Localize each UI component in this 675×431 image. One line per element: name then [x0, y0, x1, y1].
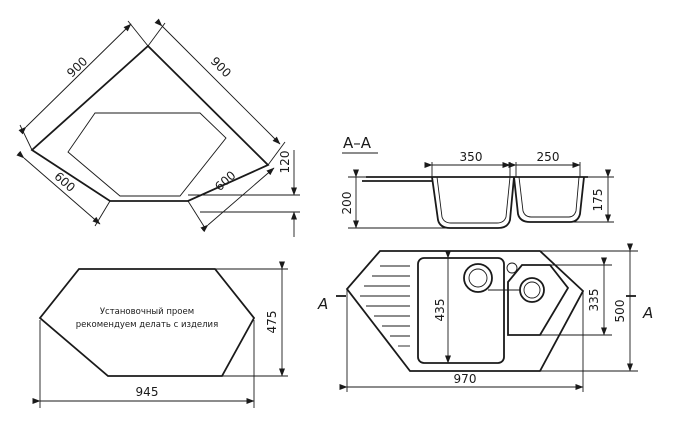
drain-large	[463, 263, 493, 293]
dim-970: 970	[454, 372, 477, 386]
dim-line-900-right	[154, 18, 281, 145]
section-title: А–А	[343, 134, 372, 152]
plan-bowl-large	[417, 257, 505, 364]
dim-900-left: 900	[64, 54, 90, 80]
dim-200: 200	[340, 192, 354, 215]
corner-inner-opening	[67, 112, 227, 197]
drainer-grooves	[360, 265, 410, 347]
dim-945: 945	[136, 385, 159, 399]
dim-120: 120	[278, 151, 292, 174]
install-note-line2: рекомендуем делать с изделия	[76, 320, 218, 330]
dim-500: 500	[613, 300, 627, 323]
dim-475: 475	[265, 311, 279, 334]
section-bowl-large	[431, 176, 515, 229]
dim-600-left: 600	[51, 169, 77, 195]
dim-line-600-left	[16, 150, 101, 225]
dim-435: 435	[433, 299, 447, 322]
dim-250: 250	[537, 150, 560, 164]
corner-top-view: 900 900 600 600 120	[16, 18, 300, 237]
plan-view: А А 970 435 335 500	[317, 243, 653, 392]
plan-outline	[345, 250, 585, 372]
section-bowl-small	[513, 176, 585, 223]
install-cutout-view: Установочный проем рекомендуем делать с …	[32, 261, 288, 408]
dim-335: 335	[587, 289, 601, 312]
install-note-line1: Установочный проем	[100, 307, 194, 317]
tap-hole	[506, 262, 518, 274]
dim-350: 350	[460, 150, 483, 164]
cut-marker-right: А	[642, 304, 653, 322]
dim-line-600-right	[200, 167, 275, 233]
cut-marker-left: А	[317, 295, 328, 313]
dim-line-900-left	[18, 23, 132, 135]
dim-175: 175	[591, 189, 605, 212]
dim-600-right: 600	[212, 168, 238, 194]
section-view: А–А 350 250 200 175	[340, 134, 614, 229]
